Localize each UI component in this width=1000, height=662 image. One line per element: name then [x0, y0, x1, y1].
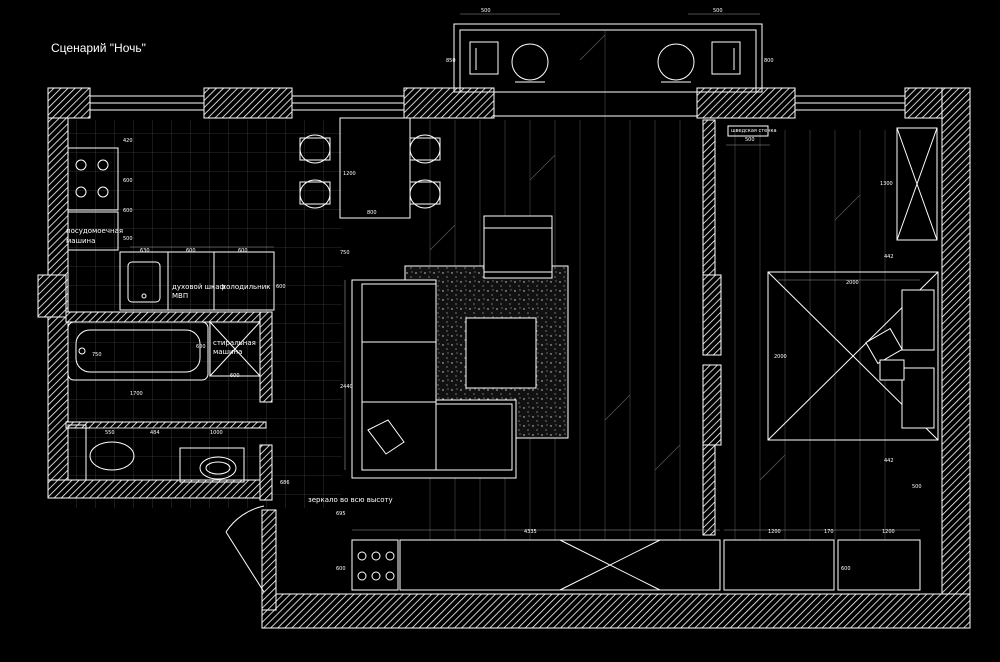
- label-dishwasher-1: посудомоечная: [66, 227, 123, 235]
- dim-table-h: 1200: [343, 171, 356, 177]
- dim-bath-side: 600: [196, 344, 206, 350]
- dim-c3: 600: [238, 248, 248, 254]
- dim-bottom-h2: 600: [841, 566, 851, 572]
- dim-balcony-right-h: 800: [764, 58, 774, 64]
- dim-bars-w: 500: [745, 137, 755, 143]
- chairs: [299, 134, 441, 209]
- dim-c2: 600: [186, 248, 196, 254]
- label-oven-2: МВП: [172, 292, 188, 300]
- dim-table-w: 800: [367, 210, 377, 216]
- scenario-title: Сценарий "Ночь": [51, 41, 146, 55]
- dim-wc1: 550: [105, 430, 115, 436]
- label-dishwasher-2: машина: [66, 237, 95, 245]
- dim-bed-h: 2000: [774, 354, 787, 360]
- dim-wc2: 484: [150, 430, 160, 436]
- bathroom: [67, 321, 261, 483]
- dim-balcony-right: 500: [713, 8, 723, 14]
- living-room: [351, 215, 553, 479]
- label-washer-1: стиральная: [213, 339, 256, 347]
- label-fridge: холодильник: [222, 283, 271, 291]
- dim-hall-w: 4335: [524, 529, 537, 535]
- dim-bed-w: 2000: [846, 280, 859, 286]
- dim-mirror-w: 686: [280, 480, 290, 486]
- dim-wc3: 1000: [210, 430, 223, 436]
- dim-entry-h: 695: [336, 511, 346, 517]
- dim-k1: 420: [123, 138, 133, 144]
- dim-b1: 1200: [768, 529, 781, 535]
- dim-bottom-h: 600: [336, 566, 346, 572]
- dimension-lines: [90, 13, 920, 531]
- bedroom: [727, 125, 939, 441]
- dim-k2: 600: [123, 178, 133, 184]
- label-washer-2: машина: [213, 348, 242, 356]
- dim-bath-len: 1700: [130, 391, 143, 397]
- dim-wardrobe-h: 1300: [880, 181, 893, 187]
- dim-c1: 630: [140, 248, 150, 254]
- dim-sofa-gap: 750: [340, 250, 350, 256]
- dim-nightstand-top: 442: [884, 254, 894, 260]
- kitchen: [67, 117, 441, 311]
- label-wall-bars: шведская стенка: [731, 128, 777, 134]
- dim-bath-h: 750: [92, 352, 102, 358]
- parquet-diagonals: [429, 34, 861, 481]
- dim-balcony-left: 500: [481, 8, 491, 14]
- dim-side-w: 500: [912, 484, 922, 490]
- dim-k4: 500: [123, 236, 133, 242]
- label-mirror: зеркало во всю высоту: [308, 496, 393, 504]
- dim-b2: 170: [824, 529, 834, 535]
- balcony: [453, 23, 763, 93]
- dim-k3: 600: [123, 208, 133, 214]
- dim-b3: 1200: [882, 529, 895, 535]
- dim-k-side: 600: [276, 284, 286, 290]
- dim-washer-w: 600: [230, 373, 240, 379]
- dim-balcony-left-h: 850: [446, 58, 456, 64]
- hallway: [225, 505, 921, 593]
- label-oven-1: духовой шкаф: [172, 283, 226, 291]
- dim-sofa-len: 2440: [340, 384, 353, 390]
- dim-nightstand-bot: 442: [884, 458, 894, 464]
- walls: [37, 87, 971, 629]
